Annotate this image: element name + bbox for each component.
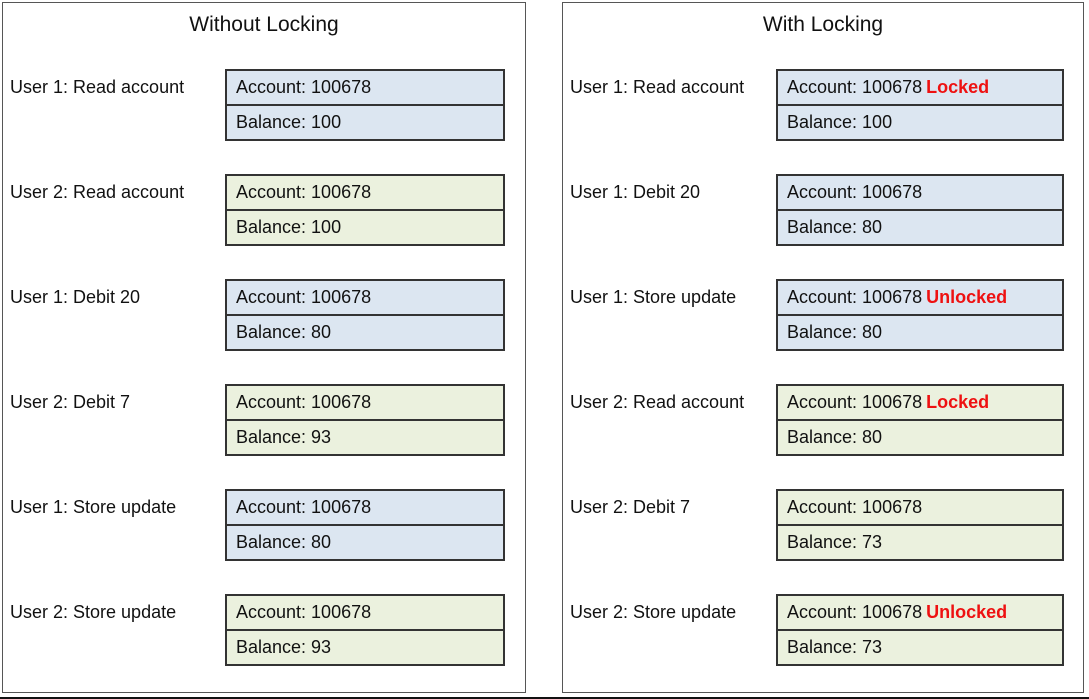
account-record-box: Account: 100678 Balance: 100 (225, 69, 505, 141)
account-text: Account: 100678 (236, 77, 372, 97)
balance-cell: Balance: 100 (778, 104, 1062, 139)
balance-text: Balance: 100 (787, 112, 893, 132)
panel-title: With Locking (762, 13, 884, 36)
balance-text: Balance: 100 (236, 112, 342, 132)
step-row: User 1: Read account Account: 100678 Bal… (3, 69, 525, 142)
account-text: Account: 100678 (787, 287, 923, 307)
balance-cell: Balance: 80 (778, 419, 1062, 454)
step-label: User 2: Read account (10, 182, 185, 202)
step-rows: User 1: Read account Account: 100678 Bal… (3, 3, 525, 692)
balance-text: Balance: 80 (236, 532, 332, 552)
account-record-box: Account: 100678 Balance: 100 (225, 174, 505, 246)
account-cell: Account: 100678 (227, 596, 503, 629)
panel-title: Without Locking (189, 13, 339, 36)
step-row: User 1: Debit 20 Account: 100678 Balance… (3, 279, 525, 352)
step-row: User 1: Debit 20 Account: 100678 Balance… (563, 174, 1083, 247)
account-text: Account: 100678 (787, 392, 923, 412)
lock-status: Unlocked (926, 287, 1008, 307)
balance-text: Balance: 100 (236, 217, 342, 237)
account-text: Account: 100678 (787, 77, 923, 97)
balance-cell: Balance: 73 (778, 524, 1062, 559)
account-cell: Account: 100678 (227, 386, 503, 419)
screenshot-bottom-edge (0, 697, 1089, 699)
account-record-box: Account: 100678 Balance: 93 (225, 594, 505, 666)
account-text: Account: 100678 (236, 602, 372, 622)
step-label: User 1: Debit 20 (10, 287, 141, 307)
lock-status: Unlocked (926, 602, 1008, 622)
balance-cell: Balance: 73 (778, 629, 1062, 664)
step-label: User 1: Read account (570, 77, 745, 97)
balance-cell: Balance: 93 (227, 629, 503, 664)
balance-text: Balance: 93 (236, 637, 332, 657)
account-text: Account: 100678 (787, 602, 923, 622)
account-cell: Account: 100678 (778, 491, 1062, 524)
account-cell: Account: 100678 (227, 491, 503, 524)
balance-text: Balance: 93 (236, 427, 332, 447)
step-label: User 1: Read account (10, 77, 185, 97)
balance-text: Balance: 80 (236, 322, 332, 342)
balance-cell: Balance: 93 (227, 419, 503, 454)
account-text: Account: 100678 (236, 287, 372, 307)
lock-status: Locked (926, 77, 990, 97)
account-record-box: Account: 100678 Balance: 80 (225, 489, 505, 561)
account-text: Account: 100678 (787, 182, 923, 202)
balance-cell: Balance: 80 (778, 314, 1062, 349)
account-cell: Account: 100678 (227, 71, 503, 104)
panel-without-locking: Without Locking User 1: Read account Acc… (2, 2, 526, 693)
step-label: User 1: Store update (570, 287, 737, 307)
step-row: User 1: Store update Account: 100678 Bal… (3, 489, 525, 562)
account-text: Account: 100678 (236, 392, 372, 412)
balance-text: Balance: 73 (787, 637, 883, 657)
step-label: User 2: Read account (570, 392, 745, 412)
account-record-box: Account: 100678 Balance: 80 (776, 174, 1064, 246)
step-row: User 2: Debit 7 Account: 100678 Balance:… (3, 384, 525, 457)
balance-cell: Balance: 80 (778, 209, 1062, 244)
account-text: Account: 100678 (787, 497, 923, 517)
balance-cell: Balance: 80 (227, 524, 503, 559)
step-row: User 2: Debit 7 Account: 100678 Balance:… (563, 489, 1083, 562)
balance-text: Balance: 80 (787, 217, 883, 237)
account-record-box: Account: 100678 Balance: 93 (225, 384, 505, 456)
step-label: User 2: Store update (10, 602, 177, 622)
balance-cell: Balance: 100 (227, 209, 503, 244)
step-label: User 2: Store update (570, 602, 737, 622)
account-text: Account: 100678 (236, 182, 372, 202)
step-label: User 2: Debit 7 (10, 392, 131, 412)
account-cell: Account: 100678 (227, 281, 503, 314)
step-label: User 1: Debit 20 (570, 182, 701, 202)
panel-with-locking: With Locking User 1: Read account Accoun… (562, 2, 1084, 693)
step-row: User 2: Store update Account: 100678 Bal… (3, 594, 525, 667)
balance-text: Balance: 80 (787, 427, 883, 447)
lock-status: Locked (926, 392, 990, 412)
balance-text: Balance: 80 (787, 322, 883, 342)
step-row: User 2: Read account Account: 100678 Bal… (3, 174, 525, 247)
account-cell: Account: 100678 (227, 176, 503, 209)
balance-text: Balance: 73 (787, 532, 883, 552)
step-label: User 1: Store update (10, 497, 177, 517)
account-text: Account: 100678 (236, 497, 372, 517)
balance-cell: Balance: 80 (227, 314, 503, 349)
account-record-box: Account: 100678 Balance: 80 (225, 279, 505, 351)
step-label: User 2: Debit 7 (570, 497, 691, 517)
balance-cell: Balance: 100 (227, 104, 503, 139)
account-cell: Account: 100678 (778, 176, 1062, 209)
account-record-box: Account: 100678 Balance: 73 (776, 489, 1064, 561)
